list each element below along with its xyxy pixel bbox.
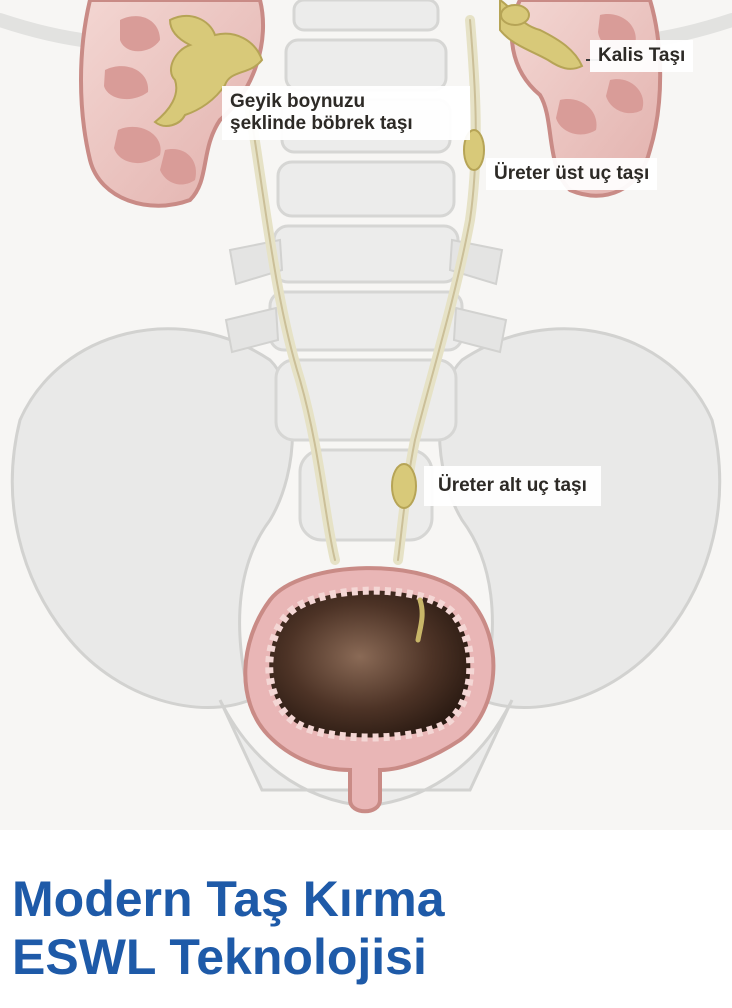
staghorn-stone-label: Geyik boynuzu şeklinde böbrek taşı bbox=[222, 86, 470, 140]
page-title-line1: Modern Taş Kırma bbox=[12, 870, 445, 928]
page-title-line2: ESWL Teknolojisi bbox=[12, 928, 445, 986]
lower-ureter-stone-label: Üreter alt uç taşı bbox=[424, 466, 601, 506]
staghorn-stone-label-line1: Geyik boynuzu bbox=[230, 91, 462, 113]
lower-ureter-stone bbox=[392, 464, 416, 508]
staghorn-stone-label-line2: şeklinde böbrek taşı bbox=[230, 113, 462, 135]
page-title: Modern Taş Kırma ESWL Teknolojisi bbox=[12, 870, 445, 986]
upper-ureter-stone-label: Üreter üst uç taşı bbox=[486, 158, 657, 190]
calyx-stone-label: Kalis Taşı bbox=[590, 40, 693, 72]
